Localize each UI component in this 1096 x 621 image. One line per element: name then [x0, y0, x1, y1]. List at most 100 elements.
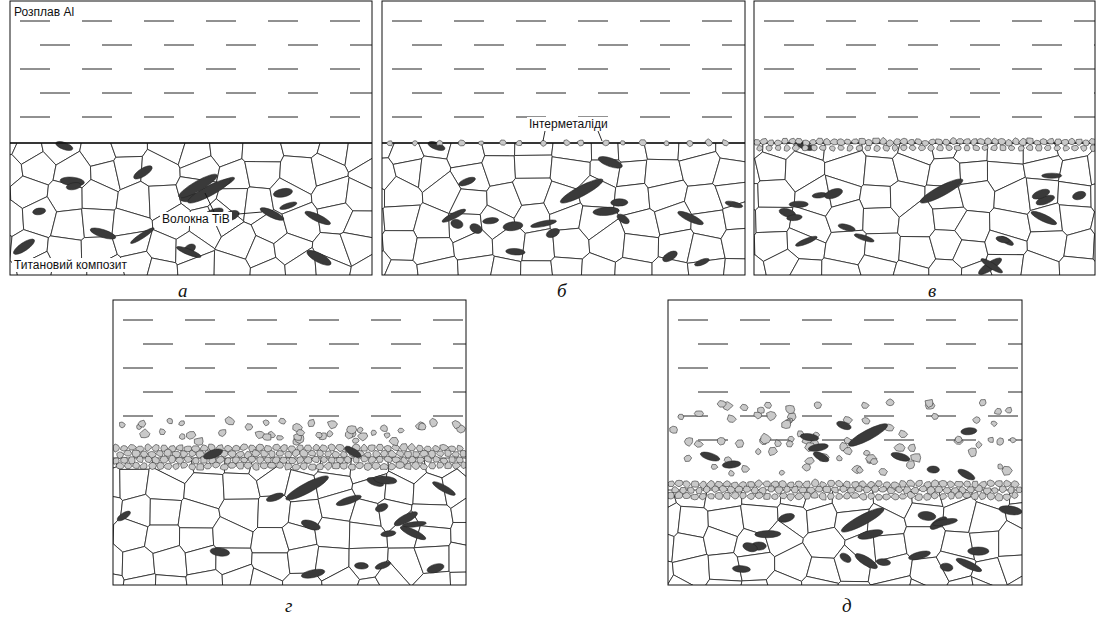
intermetallic-particle: [766, 146, 772, 151]
intermetallic-particle: [760, 138, 768, 144]
tib-fiber: [132, 163, 154, 181]
tib-fiber: [210, 547, 231, 558]
intermetallic-particle: [973, 417, 980, 424]
intermetallic-particle: [452, 452, 460, 458]
intermetallic-particle: [332, 462, 340, 468]
intermetallic-particle: [742, 465, 750, 472]
grain: [146, 258, 178, 275]
tib-fiber: [795, 234, 819, 248]
tib-fiber: [927, 466, 940, 473]
intermetallic-particle: [445, 450, 451, 457]
grain: [715, 182, 745, 209]
intermetallic-particle: [398, 428, 404, 433]
intermetallic-particle: [764, 493, 771, 499]
intermetallic-particle: [992, 138, 999, 144]
grain: [550, 203, 583, 231]
tib-fiber: [812, 450, 830, 464]
melt-dash: [102, 93, 132, 94]
tib-fiber: [853, 551, 879, 571]
panel-letter: д: [842, 596, 852, 616]
melt-dash: [864, 320, 894, 321]
intermetallic-particle: [358, 433, 368, 441]
panel: [113, 320, 466, 585]
intermetallic-particle: [277, 436, 284, 440]
intermetallic-particle: [712, 486, 719, 492]
tib-fiber: [301, 568, 326, 580]
intermetallic-particle: [715, 492, 723, 499]
intermetallic-particle: [859, 138, 866, 144]
intermetallic-particle: [1089, 138, 1095, 144]
intermetallic-particle: [786, 405, 795, 413]
intermetallic-particle: [452, 463, 460, 469]
intermetallic-particle: [684, 455, 692, 461]
grain: [242, 143, 284, 162]
intermetallic-particle: [879, 487, 887, 492]
grain: [766, 570, 802, 585]
grain: [287, 544, 318, 573]
intermetallic-particle: [296, 430, 304, 436]
melt-dash: [143, 344, 173, 345]
intermetallic-particle: [253, 462, 259, 470]
melt-dash: [329, 344, 359, 345]
intermetallic-particle: [838, 145, 845, 150]
intermetallic-particle: [964, 145, 970, 150]
grain: [450, 572, 466, 585]
melt-dash: [267, 344, 297, 345]
intermetallic-particle: [430, 418, 438, 427]
intermetallic-particle: [775, 145, 781, 151]
intermetallic-particle: [760, 433, 771, 444]
panel-frame: [113, 300, 466, 585]
tib-fiber: [427, 140, 446, 153]
intermetallic-particle: [784, 144, 790, 151]
melt-dash: [822, 344, 852, 345]
intermetallic-particle: [795, 138, 802, 144]
melt-dash: [330, 21, 360, 22]
intermetallic-particle: [260, 463, 268, 469]
intermetallic-particle: [755, 448, 761, 454]
intermetallic-particle: [929, 139, 936, 144]
grain: [1006, 573, 1022, 585]
intermetallic-particle: [452, 420, 461, 428]
melt-dash: [764, 21, 794, 22]
grain: [871, 576, 912, 585]
intermetallic-particle: [236, 462, 244, 469]
intermetallic-particle: [244, 462, 253, 469]
intermetallic-particle: [740, 492, 746, 499]
melt-dash: [764, 69, 794, 70]
grain: [703, 526, 737, 555]
melt-dash: [926, 368, 956, 369]
intermetallic-particle: [819, 492, 826, 500]
intermetallic-particle: [404, 463, 411, 469]
tib-fiber: [32, 207, 46, 216]
tib-fiber: [284, 472, 331, 503]
intermetallic-particle: [802, 464, 810, 471]
melt-dash: [926, 416, 956, 417]
intermetallic-particle: [900, 138, 908, 145]
melt-dash: [164, 45, 194, 46]
grain: [122, 574, 155, 585]
intermetallic-particle: [1072, 146, 1079, 151]
intermetallic-particle: [384, 456, 393, 463]
intermetallic-particle: [995, 481, 1002, 487]
grain: [953, 143, 987, 163]
tib-fiber: [458, 175, 477, 187]
intermetallic-particle: [386, 141, 392, 146]
intermetallic-particle: [603, 140, 609, 146]
intermetallic-particle: [694, 441, 703, 448]
intermetallic-particle: [396, 462, 405, 469]
melt-dash: [268, 21, 298, 22]
intermetallic-particle: [460, 450, 466, 457]
intermetallic-particle: [755, 480, 763, 488]
grain: [1020, 250, 1060, 275]
intermetallic-particle: [276, 462, 283, 468]
tib-fiber: [722, 460, 741, 469]
intermetallic-particle: [795, 493, 804, 500]
intermetallic-particle: [420, 463, 427, 469]
intermetallic-particle: [947, 481, 955, 488]
intermetallic-particle: [998, 138, 1006, 144]
tib-fiber: [1031, 187, 1051, 201]
grain: [999, 520, 1022, 556]
intermetallic-particle: [479, 141, 484, 145]
tib-fiber: [176, 171, 219, 202]
tib-fiber: [732, 565, 750, 573]
